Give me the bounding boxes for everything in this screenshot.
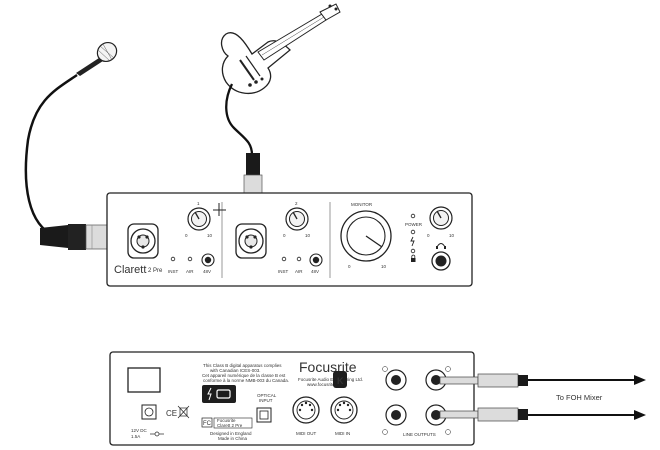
midi-out-label: MIDI OUT bbox=[296, 431, 316, 436]
kensington-lock-icon: K bbox=[333, 371, 347, 388]
optical-label-2: INPUT bbox=[259, 398, 273, 403]
input1-gain-max: 10 bbox=[207, 233, 213, 238]
model-label-box bbox=[213, 417, 253, 429]
input2-gain-max: 10 bbox=[305, 233, 311, 238]
weee-bin-icon bbox=[177, 405, 190, 419]
out4-number-marker bbox=[382, 429, 388, 435]
fcc-logo-icon: FC bbox=[201, 417, 213, 428]
front-brand-model: Clarett bbox=[114, 264, 146, 276]
optical-label-1: OPTICAL bbox=[257, 393, 277, 398]
midi-in-port[interactable] bbox=[330, 396, 358, 424]
lock-led bbox=[410, 248, 416, 254]
model-box-line-1: Focusrite bbox=[217, 418, 236, 423]
out3-number-marker bbox=[382, 366, 388, 372]
monitor-min: 0 bbox=[348, 264, 351, 269]
guitar-icon bbox=[220, 3, 341, 94]
line-outputs-label: LINE OUTPUTS bbox=[403, 432, 436, 437]
input1-inst-label: INST bbox=[168, 269, 179, 274]
fine-print-1: This Class B digital apparatus complies bbox=[203, 363, 282, 368]
fine-print-3: Cet appareil numérique de la classe B es… bbox=[202, 373, 286, 378]
line-output-4-jack[interactable] bbox=[385, 404, 407, 426]
thunderbolt-port[interactable] bbox=[202, 385, 236, 403]
input2-combo-jack[interactable] bbox=[235, 223, 267, 259]
microphone-icon bbox=[76, 41, 118, 76]
foh-mixer-label: To FOH Mixer bbox=[556, 393, 603, 402]
headphone-jack[interactable] bbox=[431, 251, 451, 271]
input1-gain-min: 0 bbox=[185, 233, 188, 238]
power-led bbox=[410, 213, 416, 219]
optical-input-port[interactable] bbox=[256, 407, 272, 423]
input2-48v-label: 48V bbox=[311, 269, 319, 274]
company-line-1: Focusrite Audio Engineering Ltd. bbox=[298, 377, 363, 382]
input2-gain-min: 0 bbox=[283, 233, 286, 238]
ce-mark: CE bbox=[166, 409, 177, 418]
thunderbolt-icon bbox=[410, 236, 415, 247]
power-label: POWER bbox=[405, 222, 423, 227]
monitor-knob[interactable] bbox=[340, 210, 392, 262]
input2-inst-label: INST bbox=[278, 269, 289, 274]
monitor-label: MONITOR bbox=[351, 202, 373, 207]
input1-gain-knob[interactable] bbox=[187, 207, 211, 231]
rear-panel bbox=[109, 351, 475, 446]
dc-label-2: 1.5A bbox=[131, 434, 140, 439]
model-box-line-2: Clarett 2 Pre bbox=[217, 423, 243, 428]
input2-gain-knob[interactable] bbox=[285, 207, 309, 231]
dc-label-1: 12V DC bbox=[131, 428, 148, 433]
lock-icon bbox=[411, 254, 416, 262]
fine-print-2: with Canadian ICES-003. bbox=[210, 368, 261, 373]
monitor-max: 10 bbox=[381, 264, 387, 269]
input2-air-led bbox=[296, 256, 302, 262]
input1-air-led bbox=[187, 256, 193, 262]
midi-in-label: MIDI IN bbox=[335, 431, 350, 436]
arrow-right-icon bbox=[634, 410, 646, 420]
input2-air-label: AIR bbox=[295, 269, 303, 274]
input1-number: 1 bbox=[197, 201, 200, 206]
input1-inst-led bbox=[170, 256, 176, 262]
midi-out-port[interactable] bbox=[292, 396, 320, 424]
input1-48v-label: 48V bbox=[203, 269, 211, 274]
usb-led bbox=[410, 229, 416, 235]
mic-cable bbox=[24, 73, 78, 238]
jack-plug-out-2 bbox=[439, 407, 528, 422]
headphone-min: 0 bbox=[427, 233, 430, 238]
jack-plug-out-1 bbox=[439, 373, 528, 388]
input2-number: 2 bbox=[295, 201, 298, 206]
out1-number-marker bbox=[445, 366, 451, 372]
out2-number-marker bbox=[445, 429, 451, 435]
company-line-2: www.focusrite.com bbox=[307, 382, 345, 387]
fine-print-4: conforme à la norme NMB-003 du Canada. bbox=[203, 378, 289, 383]
input1-air-label: AIR bbox=[186, 269, 194, 274]
guitar-cable bbox=[225, 83, 254, 156]
input2-inst-led bbox=[281, 256, 287, 262]
line-output-3-jack[interactable] bbox=[385, 369, 407, 391]
dc-polarity-icon bbox=[150, 431, 164, 437]
headphones-icon bbox=[436, 243, 446, 248]
rear-brand: Focusrite bbox=[299, 359, 357, 375]
input2-48v-button[interactable] bbox=[309, 253, 323, 267]
input1-combo-jack[interactable] bbox=[127, 223, 159, 259]
headphone-max: 10 bbox=[449, 233, 455, 238]
power-switch[interactable] bbox=[127, 367, 161, 393]
dc-input-jack[interactable] bbox=[141, 404, 157, 420]
svg-text:K: K bbox=[337, 376, 344, 386]
headphone-level-knob[interactable] bbox=[429, 206, 453, 230]
line-output-1-jack[interactable] bbox=[425, 369, 447, 391]
input1-48v-button[interactable] bbox=[201, 253, 215, 267]
front-brand-suffix: 2 Pre bbox=[148, 268, 163, 274]
arrow-right-icon bbox=[634, 375, 646, 385]
origin-line-1: Designed in England bbox=[210, 431, 252, 436]
origin-line-2: Made in China bbox=[218, 436, 248, 441]
svg-text:FC: FC bbox=[203, 421, 212, 427]
